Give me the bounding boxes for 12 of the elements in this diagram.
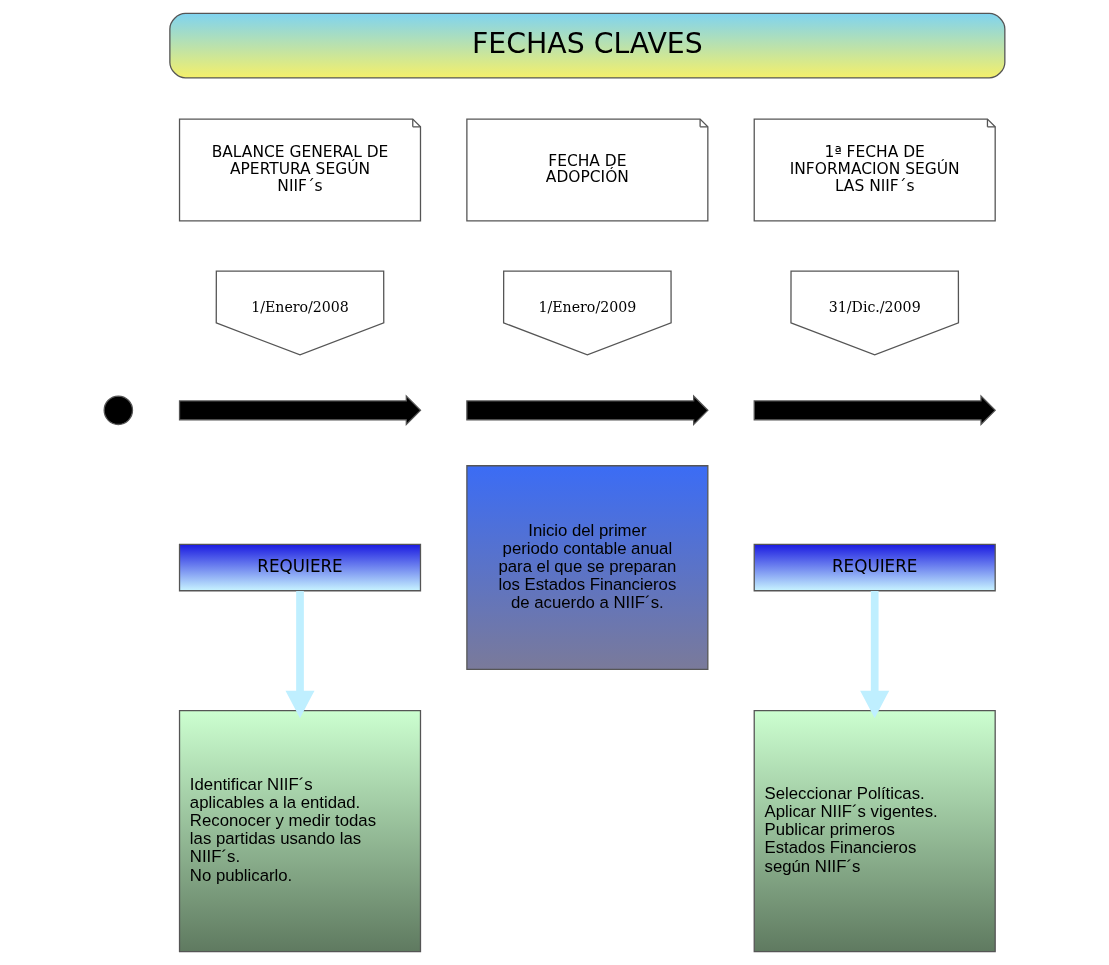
arrow [285, 591, 315, 719]
node-box: REQUIERE [753, 543, 996, 592]
node-box: FECHAS CLAVES [169, 12, 1006, 79]
node-arrow [466, 394, 709, 427]
node-box: Identificar NIIF´s aplicables a la entidad. Reconocer y medir todas las partidas usando las NIIF´s. No publicarlo. [178, 709, 422, 953]
arrow [860, 591, 890, 719]
node-arrow [178, 394, 422, 427]
node-box: REQUIERE [178, 543, 422, 592]
node-box: Seleccionar Políticas. Aplicar NIIF´s vigentes. Publicar primeros Estados Financieros según NIIF´s [753, 709, 996, 953]
node-box: Inicio del primer periodo contable anual para el que se preparan los Estados Financieros de acuerdo a NIIF´s. [466, 465, 709, 670]
node-circle [103, 395, 134, 426]
node-arrow [753, 394, 997, 427]
